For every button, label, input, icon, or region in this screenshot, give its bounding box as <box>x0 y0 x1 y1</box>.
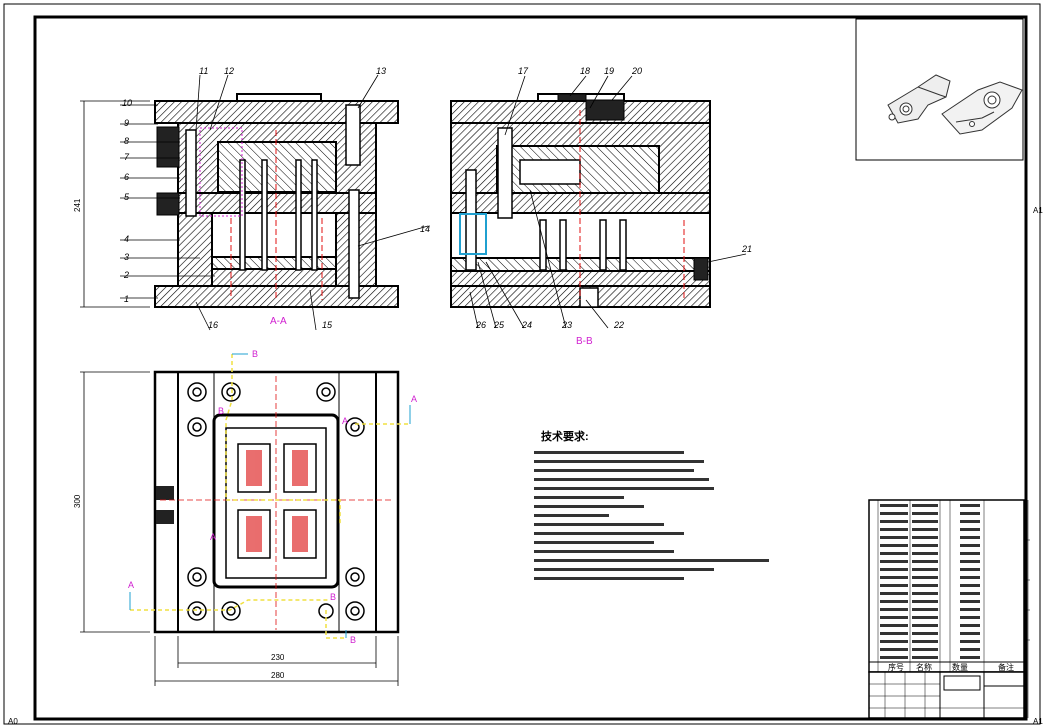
part-number-3: 3 <box>124 252 129 262</box>
outer-border <box>3 3 1041 725</box>
bom-header-qty: 数量 <box>952 662 968 672</box>
part-number-11: 11 <box>199 66 208 76</box>
part-number-20: 20 <box>631 66 642 76</box>
bom-rows <box>880 504 980 659</box>
part-number-16: 16 <box>208 320 218 330</box>
section-label-bb: B-B <box>576 336 593 347</box>
dimension-230: 230 <box>271 653 285 662</box>
part-number-6: 6 <box>124 172 129 182</box>
part-number-21: 21 <box>741 244 752 254</box>
part-number-22: 22 <box>613 320 624 330</box>
inner-frame <box>33 15 1028 721</box>
cut-marker-b-2: B <box>350 635 356 645</box>
dimension-300: 300 <box>73 494 82 508</box>
cut-marker-b-4: B <box>330 592 336 602</box>
bom-header-seq: 序号 <box>888 662 904 672</box>
tech-requirements: 技术要求: <box>534 429 769 580</box>
edge-mark-bottom-left: A0 <box>8 717 18 726</box>
part-number-13: 13 <box>376 66 386 76</box>
dimension-280: 280 <box>271 671 285 680</box>
plan-view: B A A B B A A B 300 230 280 <box>73 349 417 686</box>
part-number-23: 23 <box>561 320 572 330</box>
part-number-2: 2 <box>123 270 129 280</box>
part-number-14: 14 <box>420 224 430 234</box>
part-number-5: 5 <box>124 192 130 202</box>
part-number-19: 19 <box>604 66 614 76</box>
part-number-9: 9 <box>124 118 129 128</box>
part-number-7: 7 <box>124 152 130 162</box>
cut-marker-a-4: A <box>210 532 216 542</box>
cut-marker-b-3: B <box>218 406 224 416</box>
section-label-aa: A-A <box>270 316 287 327</box>
part-number-17: 17 <box>518 66 529 76</box>
cut-marker-a-3: A <box>342 416 348 426</box>
part-number-18: 18 <box>580 66 590 76</box>
part-number-26: 26 <box>475 320 486 330</box>
cut-marker-a-1: A <box>411 394 417 404</box>
title-block <box>868 671 1025 719</box>
bom-header-note: 备注 <box>998 662 1014 672</box>
cut-marker-b-1: B <box>252 349 258 359</box>
part-iso-left <box>887 74 951 124</box>
section-bb: 17 18 19 20 21 22 23 24 25 26 B-B <box>450 66 752 347</box>
edge-mark-bottom-right: A1 <box>1033 717 1043 726</box>
section-aa: 1 2 3 4 5 6 7 8 9 10 11 12 13 14 15 16 A… <box>73 66 430 331</box>
bill-of-materials: 序号 名称 数量 备注 <box>868 499 1025 673</box>
cut-marker-a-2: A <box>128 580 134 590</box>
part-number-15: 15 <box>322 320 333 330</box>
part-number-12: 12 <box>224 66 234 76</box>
part-number-1: 1 <box>124 294 129 304</box>
tech-requirements-title: 技术要求: <box>541 429 589 443</box>
part-number-10: 10 <box>122 98 132 108</box>
edge-mark-top-right: A1 <box>1033 206 1043 215</box>
guide-bushings <box>187 382 365 621</box>
zone-strip <box>1026 500 1030 718</box>
bom-header-name: 名称 <box>916 662 932 672</box>
tech-requirements-lines <box>534 451 769 580</box>
part-number-24: 24 <box>521 320 532 330</box>
part-number-4: 4 <box>124 234 129 244</box>
iso-view <box>855 18 1024 161</box>
part-iso-right <box>941 81 1023 135</box>
part-number-25: 25 <box>493 320 505 330</box>
part-number-8: 8 <box>124 136 129 146</box>
dimension-241: 241 <box>73 198 82 212</box>
